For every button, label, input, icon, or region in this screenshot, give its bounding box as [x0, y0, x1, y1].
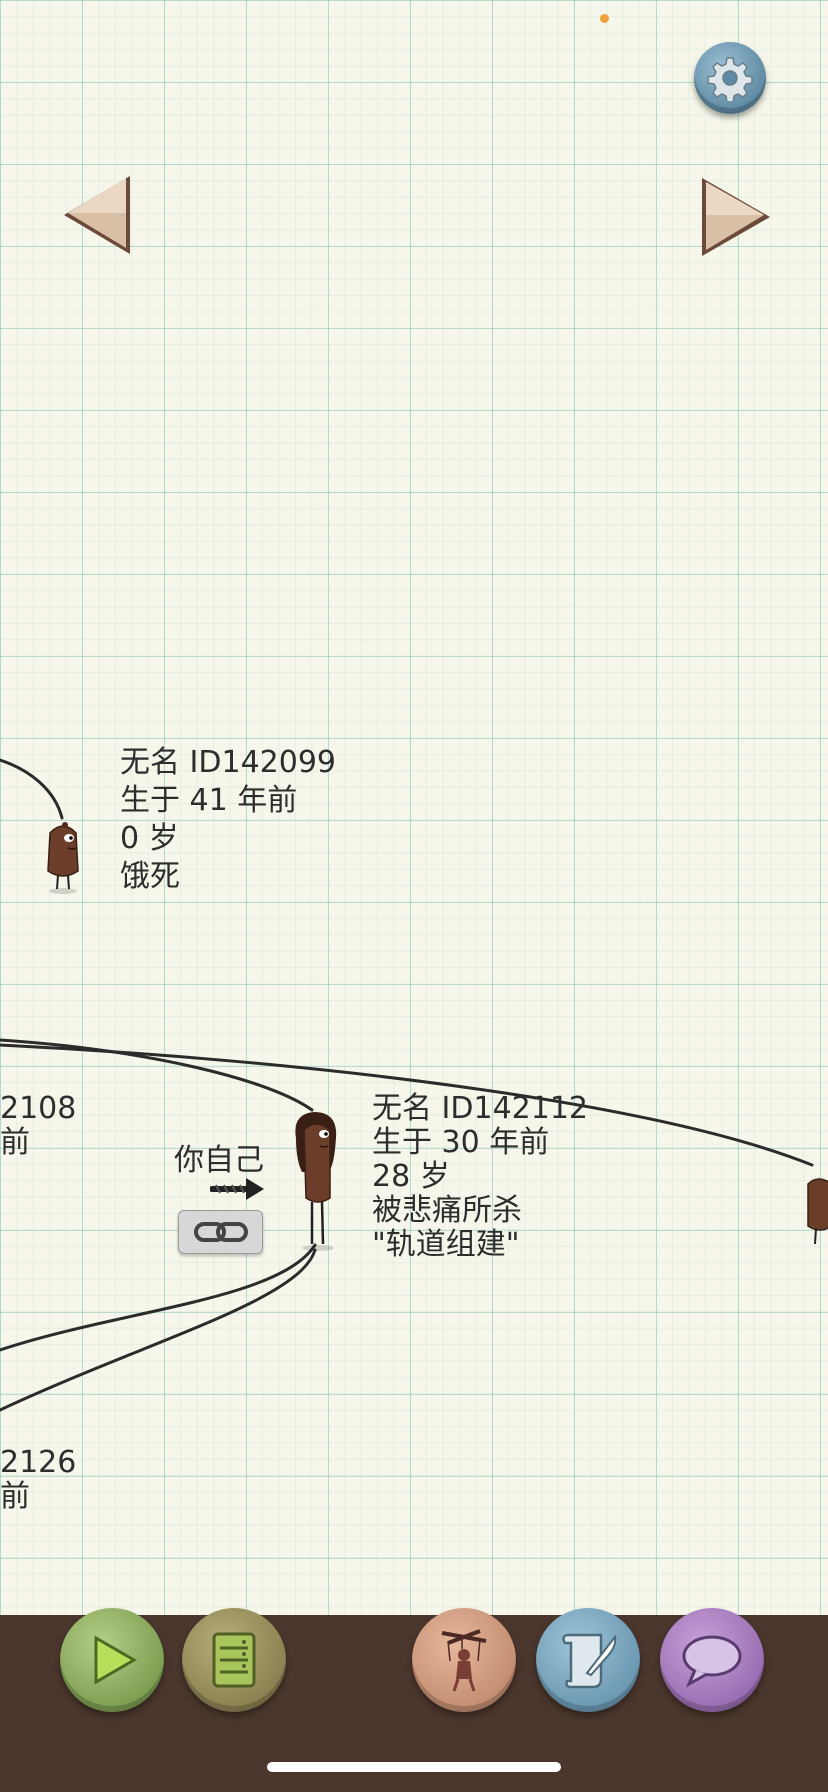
self-pointer-arrow-icon [210, 1178, 264, 1200]
play-button[interactable] [60, 1608, 164, 1712]
person-142099-death: 饿死 [120, 859, 180, 894]
person-142112-death: 被悲痛所杀 [372, 1193, 522, 1228]
history-scroll-button[interactable] [536, 1608, 640, 1712]
play-icon [94, 1635, 137, 1685]
link-button[interactable] [178, 1210, 263, 1254]
person-142112-born: 生于 30 年前 [372, 1125, 550, 1160]
character-142099[interactable] [38, 815, 88, 895]
gear-icon [707, 57, 753, 101]
chain-link-icon [193, 1222, 248, 1242]
settings-button[interactable] [694, 42, 766, 114]
person-142112-quote: "轨道组建" [372, 1227, 520, 1262]
list-button[interactable] [182, 1608, 286, 1712]
person-142099-name: 无名 ID142099 [120, 745, 337, 780]
person-142112-age: 28 岁 [372, 1159, 450, 1194]
person-142099-age: 0 岁 [120, 821, 179, 856]
scroll-quill-icon [562, 1633, 617, 1689]
next-arrow-button[interactable] [696, 172, 776, 262]
home-indicator [267, 1762, 561, 1772]
partial-142126-born: 前 [0, 1479, 30, 1514]
puppet-icon [441, 1629, 487, 1692]
list-icon [212, 1632, 256, 1688]
person-142112-name: 无名 ID142112 [372, 1091, 589, 1126]
character-142112[interactable] [288, 1108, 348, 1254]
puppet-button[interactable] [412, 1608, 516, 1712]
partial-142108-born: 前 [0, 1125, 30, 1160]
previous-arrow-button[interactable] [58, 168, 138, 262]
person-142099-born: 生于 41 年前 [120, 783, 298, 818]
status-indicator-dot [600, 14, 609, 23]
self-marker-label: 你自己 [174, 1143, 264, 1178]
partial-142108-name: 2108 [0, 1091, 77, 1126]
character-offscreen-right[interactable] [802, 1170, 828, 1250]
partial-142126-name: 2126 [0, 1445, 77, 1480]
chat-button[interactable] [660, 1608, 764, 1712]
speech-bubble-icon [682, 1635, 742, 1688]
